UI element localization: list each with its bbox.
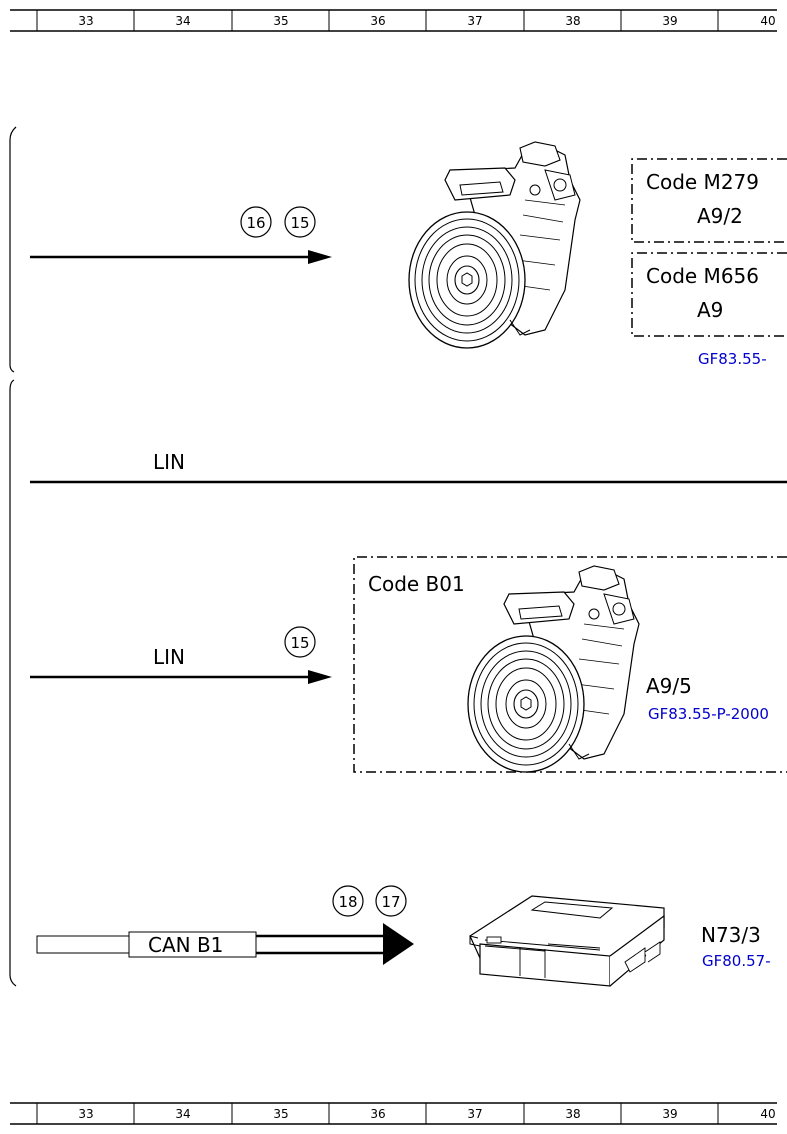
ruler-bottom-col-35: 35 [273,1107,288,1121]
ruler-bottom-col-40: 40 [760,1107,775,1121]
code-m279-text: Code M279 [646,170,759,194]
ruler-bottom-col-37: 37 [467,1107,482,1121]
arrowhead-1 [308,250,332,264]
ruler-top: 33 34 35 36 37 38 39 40 [10,9,777,32]
can-arrowhead [383,923,414,965]
ruler-bottom: 33 34 35 36 37 38 39 40 [10,1102,777,1125]
ref-circle-17[interactable]: 17 [375,885,407,917]
ruler-top-col-40: 40 [760,14,775,28]
can-wire-body [36,935,130,954]
ruler-bottom-col-33: 33 [78,1107,93,1121]
compressor-illustration-2 [467,565,640,773]
ruler-bottom-col-36: 36 [370,1107,385,1121]
lin-wire-label: LIN [153,645,185,669]
component-a9-5-label: A9/5 [646,674,692,698]
block-2: LIN 15 Code B01 A9/5 GF83.55-P-2000 [30,556,787,773]
link-gf83-55-p-2000[interactable]: GF83.55-P-2000 [648,705,769,723]
code-box-b01 [353,556,787,773]
lin-bus: LIN [30,450,787,484]
code-m279-label: A9/2 [697,204,743,228]
component-n73-3-label: N73/3 [701,923,761,947]
ref-label-15: 15 [290,214,309,232]
link-gf83-55-a[interactable]: GF83.55- [698,350,767,368]
ruler-bottom-col-38: 38 [565,1107,580,1121]
compressor-illustration-1 [408,141,581,349]
code-box-m279 [631,158,787,243]
lin-bus-label: LIN [153,450,185,474]
ref-circle-15[interactable]: 15 [284,206,316,238]
ref-label-16: 16 [246,214,265,232]
block-3: CAN B1 18 17 N73/3 GF80.57- [36,885,771,987]
ruler-top-col-34: 34 [175,14,190,28]
block-1: 16 15 Code M279 A9/2 Code M656 A9 GF83.5… [30,141,787,368]
ruler-bottom-col-34: 34 [175,1107,190,1121]
link-gf80-57[interactable]: GF80.57- [702,952,771,970]
ref-label-17: 17 [381,893,400,911]
code-box-m656 [631,252,787,337]
ref-label-15-b: 15 [290,634,309,652]
ref-label-18: 18 [338,893,357,911]
ref-circle-16[interactable]: 16 [240,206,272,238]
code-m656-label: A9 [697,298,723,322]
ruler-top-col-33: 33 [78,14,93,28]
brace-lower [9,379,17,987]
can-b1-label: CAN B1 [148,933,223,957]
ruler-top-col-37: 37 [467,14,482,28]
ruler-top-col-39: 39 [662,14,677,28]
control-unit-illustration [469,895,665,987]
brace-upper [9,126,17,373]
code-b01-text: Code B01 [368,572,465,596]
ruler-top-col-36: 36 [370,14,385,28]
ref-circle-15-b[interactable]: 15 [284,626,316,658]
ruler-top-col-35: 35 [273,14,288,28]
can-label-box [128,931,257,958]
ruler-bottom-col-39: 39 [662,1107,677,1121]
arrowhead-2 [308,670,332,684]
ruler-top-col-38: 38 [565,14,580,28]
code-m656-text: Code M656 [646,264,759,288]
ref-circle-18[interactable]: 18 [332,885,364,917]
